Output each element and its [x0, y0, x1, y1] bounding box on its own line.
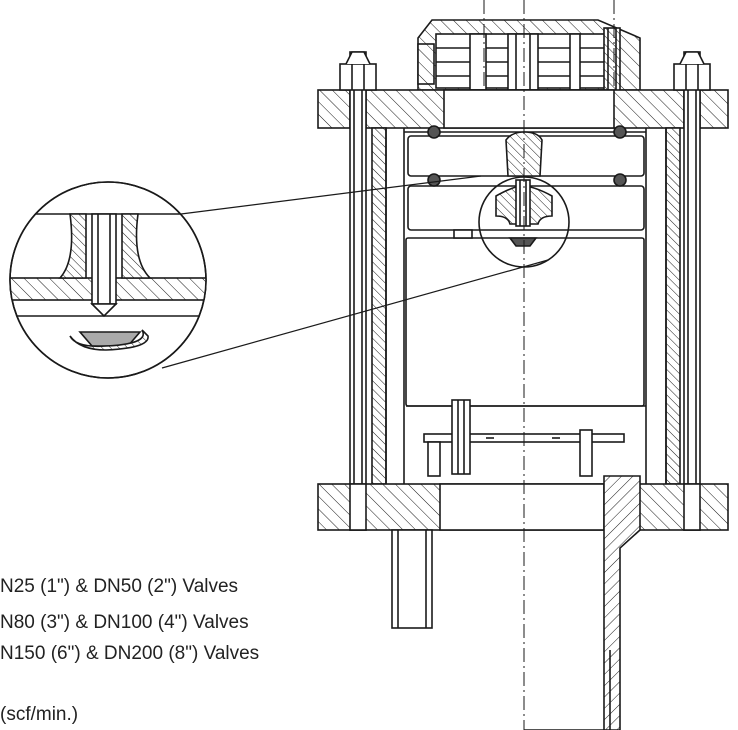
lower-piston-body — [405, 229, 646, 407]
top-manifold — [417, 19, 641, 91]
outlet-tube — [524, 475, 641, 730]
legend-line-1: N25 (1") & DN50 (2") Valves — [0, 576, 239, 597]
detail-leader-lines — [161, 175, 549, 369]
detail-magnified-view — [9, 181, 207, 379]
legend-line-3: N150 (6") & DN200 (8") Valves — [0, 643, 260, 664]
mounting-stud — [391, 529, 433, 629]
left-tie-rod — [339, 51, 377, 531]
legend-units: (scf/min.) — [0, 704, 79, 725]
o-ring-seals — [427, 125, 627, 187]
cylinder-wall-left — [371, 127, 405, 485]
cylinder-wall-right — [645, 127, 681, 485]
center-lines — [483, 0, 615, 730]
upper-flange — [317, 89, 729, 129]
legend-line-2: N80 (3") & DN100 (4") Valves — [0, 612, 249, 633]
lower-flange — [317, 483, 729, 531]
